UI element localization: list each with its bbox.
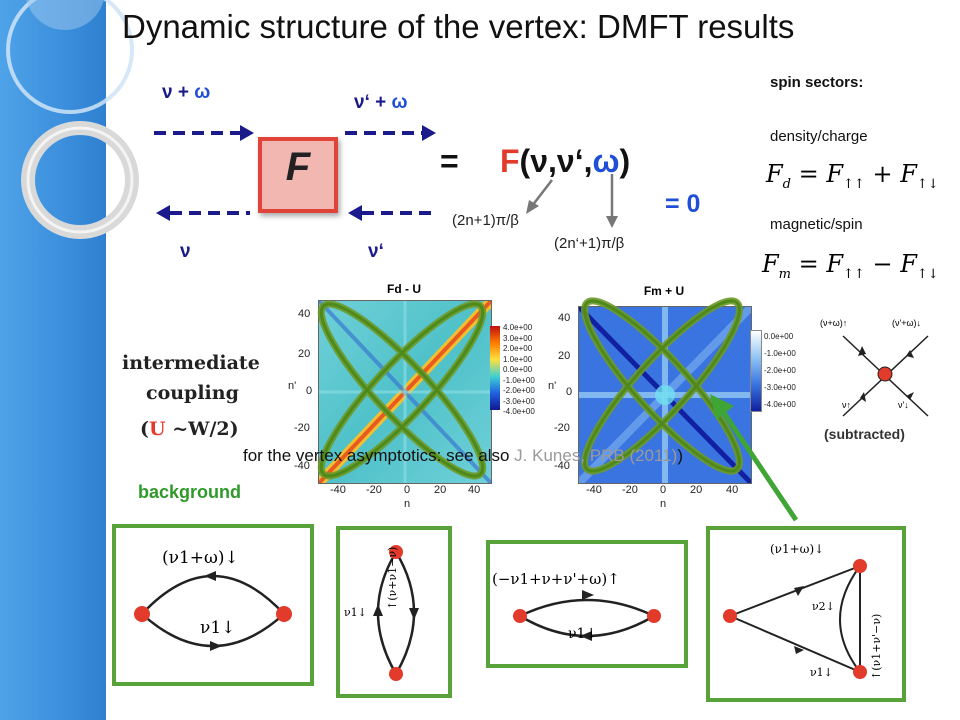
heatmap-fd-ylabel: n' <box>288 380 297 392</box>
subtracted-label: (subtracted) <box>824 426 905 442</box>
heatmap-fd-xlabel: n <box>404 498 411 510</box>
top-left-frequency-label: ν + ω <box>162 82 211 103</box>
vertical-bubble-panel: ν1↓ ↑(ν+ν1−ν) <box>336 526 452 698</box>
exchange-bottom-label: ν1↓ <box>568 626 598 642</box>
density-formula: Fd = F↑↑ + F↑↓ <box>766 160 939 192</box>
coupling-strength: (U ~W/2) <box>140 418 239 440</box>
bubble-diagram <box>134 571 292 651</box>
vertical-bubble-left-label: ν1↓ <box>344 606 367 619</box>
two-loop-diagram-panel: (ν1+ω)↓ ν2↓ ν1↓ ↑(ν1+ν'−ν) <box>706 526 906 702</box>
asymptotics-note: for the vertex asymptotics: see also J. … <box>243 446 683 465</box>
two-loop-diagram <box>723 559 867 679</box>
two-loop-mid-label: ν2↓ <box>812 600 835 613</box>
exchange-bubble-panel: (−ν1+ν+ν'+ω)↑ ν1↓ <box>486 540 688 668</box>
vertex-box <box>258 137 338 213</box>
frequency-pointer-arrows <box>526 174 618 228</box>
heatmap-fd-image <box>318 300 492 484</box>
background-label: background <box>138 482 242 502</box>
nuprime-matsubara-frequency: (2n‘+1)π/β <box>554 235 625 252</box>
bubble-diagram-panel: (ν1+ω)↓ ν1↓ <box>112 524 314 686</box>
nu-matsubara-frequency: (2n+1)π/β <box>452 212 519 229</box>
vertical-bubble-right-label: ↑(ν+ν1−ν) <box>386 546 399 610</box>
asymptotic-structure-highlights <box>317 297 743 480</box>
spin-sectors-heading: spin sectors: <box>770 74 864 91</box>
heatmap-fm-colorbar-labels: 0.0e+00-1.0e+00-2.0e+00 -3.0e+00-4.0e+00 <box>764 332 796 409</box>
heatmap-fm-image <box>578 306 752 484</box>
decorative-circles <box>6 0 139 239</box>
equals-sign: = <box>440 143 459 179</box>
heatmap-fd-title: Fd - U <box>387 282 421 296</box>
two-loop-right-label: ↑(ν1+ν'−ν) <box>870 613 883 680</box>
vertex-arrows <box>154 125 436 221</box>
magnetic-formula: Fm = F↑↑ − F↑↓ <box>762 250 939 282</box>
bubble-bottom-label: ν1↓ <box>200 618 236 638</box>
vertical-bubble-diagram <box>373 545 419 681</box>
heatmap-fd-colorbar <box>490 326 500 410</box>
subtracted-vertex-diagram <box>842 335 929 417</box>
subtracted-bl-label: ν↑ <box>842 400 851 410</box>
heatmap-fm-xlabel: n <box>660 498 667 510</box>
two-loop-bottom-label: ν1↓ <box>810 666 833 679</box>
subtracted-tr-label: (ν'+ω)↓ <box>892 318 921 328</box>
arrow-head-top-left <box>240 125 254 141</box>
page-title: Dynamic structure of the vertex: DMFT re… <box>122 8 795 45</box>
omega-zero-label: = 0 <box>665 190 701 218</box>
density-charge-label: density/charge <box>770 128 868 145</box>
sidebar-decoration <box>0 0 106 720</box>
arrow-head-bottom-right <box>348 205 362 221</box>
bottom-right-frequency-label: ν‘ <box>368 241 384 262</box>
subtracted-br-label: ν'↓ <box>898 400 909 410</box>
bottom-left-frequency-label: ν <box>180 241 191 262</box>
coupling-line2: coupling <box>146 382 239 404</box>
heatmap-fm-colorbar <box>750 330 762 412</box>
heatmap-fm: Fm + U 40 20 0 -20 -40 n' -40 -20 0 20 4… <box>548 284 752 510</box>
magnetic-spin-label: magnetic/spin <box>770 216 863 233</box>
coupling-line1: intermediate <box>122 352 260 374</box>
heatmap-fd: Fd - U 40 20 0 -20 -40 n' -40 -20 0 20 4… <box>288 282 492 510</box>
subtracted-tl-label: (ν+ω)↑ <box>820 318 848 328</box>
top-right-frequency-label: ν‘ + ω <box>354 92 408 113</box>
exchange-top-label: (−ν1+ν+ν'+ω)↑ <box>492 570 620 588</box>
arrow-head-top-right <box>422 125 436 141</box>
vertex-box-label: F <box>285 145 311 189</box>
green-pointer-arrow <box>710 394 799 522</box>
bubble-top-label: (ν1+ω)↓ <box>162 548 239 568</box>
exchange-bubble-diagram <box>513 590 661 641</box>
vertex-function: F(ν,ν‘,ω) <box>500 143 631 179</box>
arrow-head-bottom-left <box>156 205 170 221</box>
heatmap-fm-title: Fm + U <box>643 284 685 298</box>
heatmap-fm-ylabel: n' <box>548 380 557 392</box>
two-loop-top-label: (ν1+ω)↓ <box>770 542 825 556</box>
